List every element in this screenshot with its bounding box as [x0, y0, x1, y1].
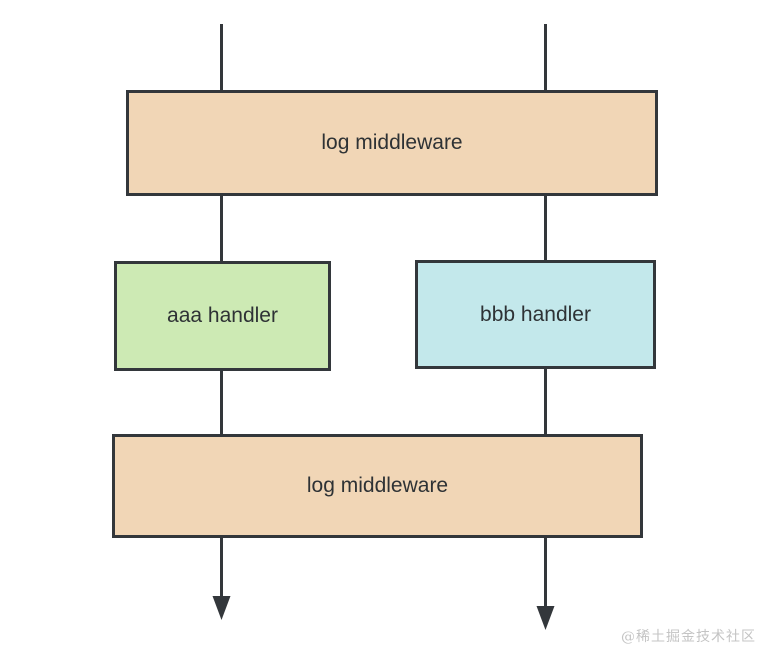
node-log-middleware-top-label: log middleware: [321, 131, 463, 154]
node-log-middleware-bottom: log middleware: [112, 434, 643, 538]
watermark: @稀土掘金技术社区: [621, 629, 756, 645]
node-aaa-handler-label: aaa handler: [167, 304, 278, 327]
left-arrow-down-icon: [212, 596, 231, 620]
node-log-middleware-top: log middleware: [126, 90, 658, 196]
node-bbb-handler: bbb handler: [415, 260, 656, 369]
node-bbb-handler-label: bbb handler: [480, 302, 591, 326]
right-arrow-down-icon: [536, 606, 555, 630]
node-aaa-handler: aaa handler: [114, 261, 331, 371]
node-log-middleware-bottom-label: log middleware: [306, 474, 449, 497]
